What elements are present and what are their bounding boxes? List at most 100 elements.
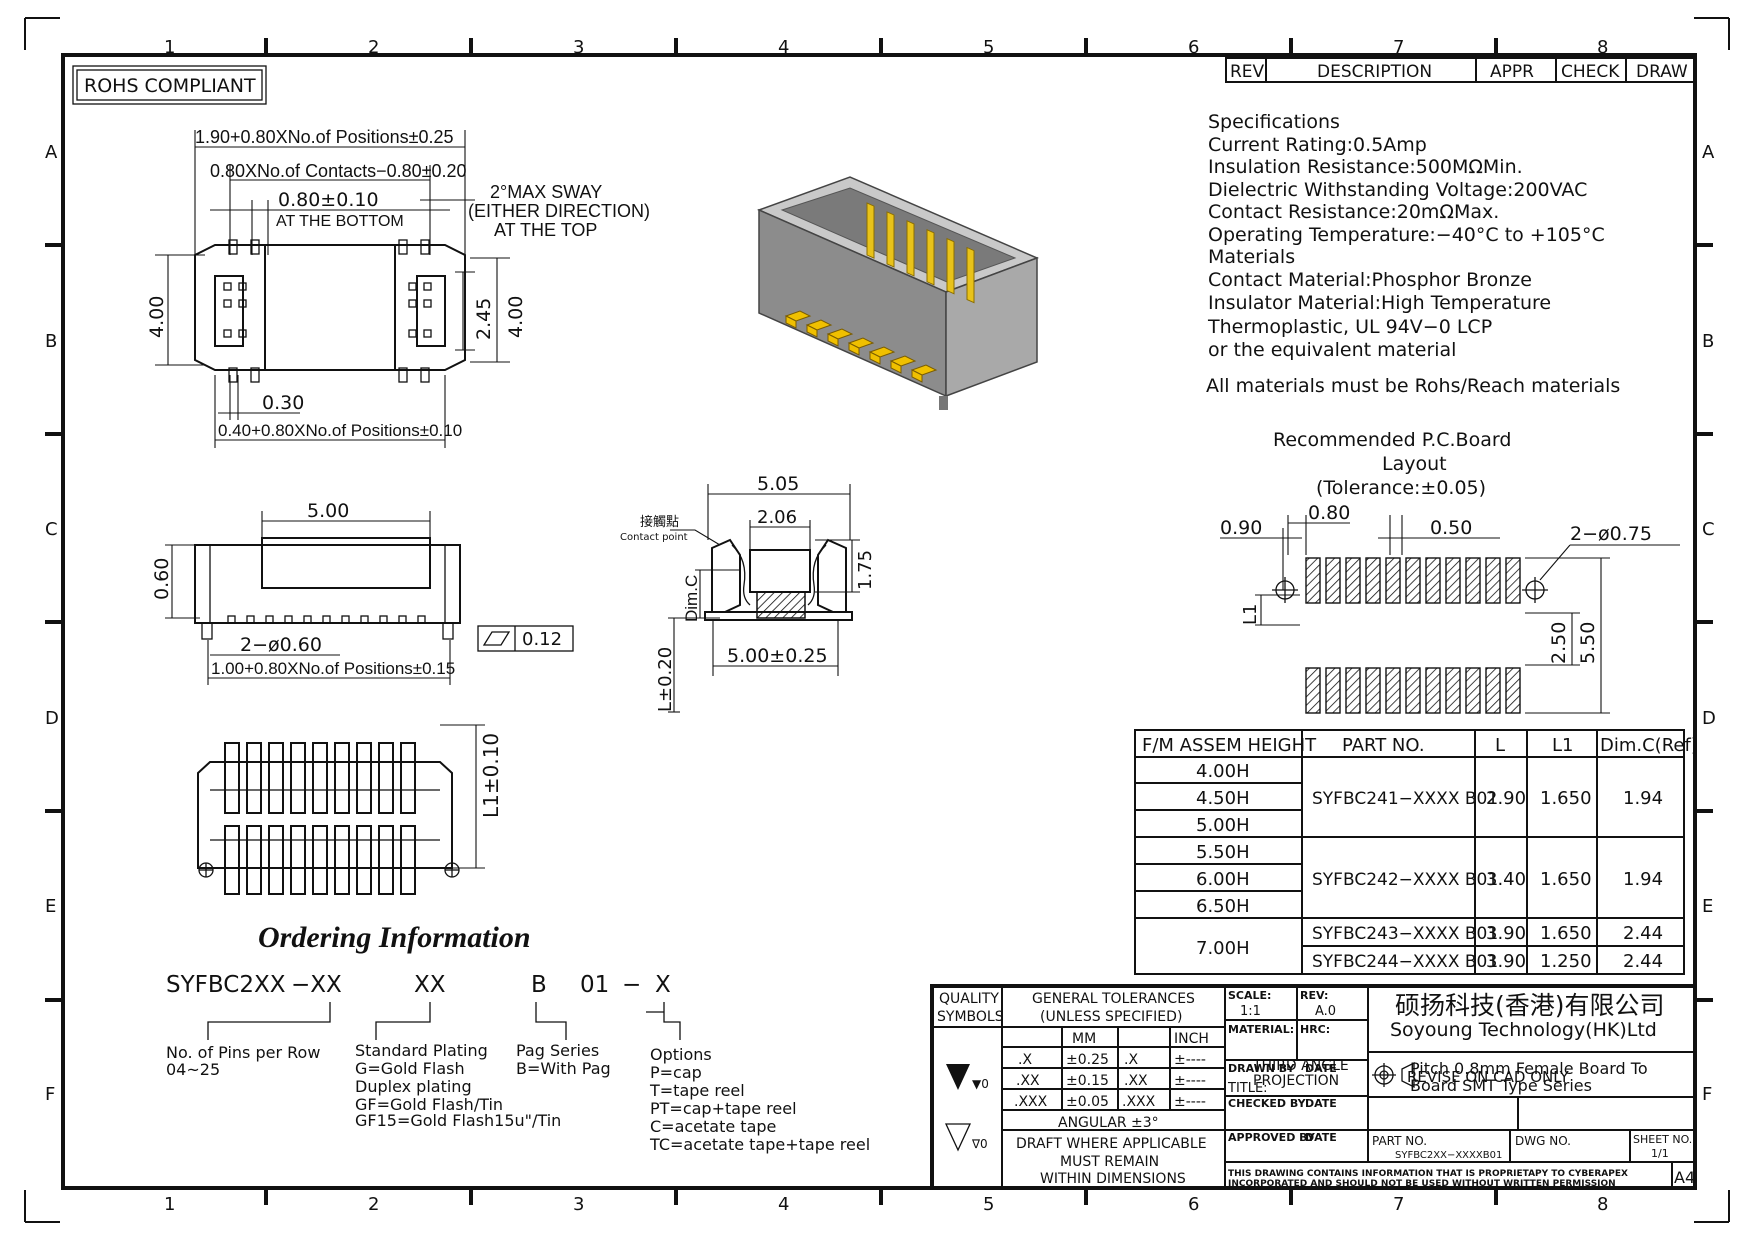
- tol-cell: ±0.15: [1066, 1073, 1109, 1089]
- tol-cell: .X: [1018, 1052, 1032, 1068]
- zone-top-4: 4: [778, 37, 789, 58]
- spec-line: Materials: [1208, 246, 1295, 268]
- projection-label-2: PROJECTION: [1253, 1073, 1339, 1089]
- zone-left-F: F: [45, 1084, 55, 1105]
- table-header-part: PART NO.: [1342, 735, 1425, 756]
- dim-l1-tolerance: L1±0.10: [479, 733, 503, 818]
- part-no-label: PART NO.: [1372, 1134, 1427, 1148]
- dim-lead-width: 0.30: [262, 392, 304, 414]
- order-code-01: 01: [580, 972, 609, 998]
- zone-left-C: C: [45, 519, 58, 540]
- angular-tolerance: ANGULAR ±3°: [1058, 1115, 1159, 1131]
- sheet-no-value: 1/1: [1651, 1147, 1669, 1160]
- spec-line: Contact Material:Phosphor Bronze: [1208, 269, 1532, 291]
- table-part-cell: SYFBC244−XXXX B01: [1312, 952, 1498, 972]
- plating-line: G=Gold Flash: [355, 1059, 465, 1078]
- spec-line: Current Rating:0.5Amp: [1208, 134, 1427, 156]
- zone-right-E: E: [1702, 896, 1713, 917]
- table-height-cell: 5.50H: [1196, 842, 1250, 863]
- spec-line: Operating Temperature:−40°C to +105°C: [1208, 224, 1605, 246]
- flatness-callout: 0.12: [477, 625, 574, 652]
- quality-label-1: QUALITY: [939, 991, 999, 1007]
- table-header-l: L: [1495, 735, 1505, 756]
- isometric-view: [756, 176, 1040, 410]
- notice-line-2: INCORPORATED AND SHOULD NOT BE USED WITH…: [1228, 1179, 1616, 1189]
- zone-right-D: D: [1702, 708, 1716, 729]
- dim-pitch: 0.80±0.10: [278, 189, 379, 211]
- dim-side-length: 1.00+0.80XNo.of Positions±0.15: [211, 659, 455, 678]
- quality-symbol-2: ∇0: [971, 1137, 988, 1151]
- dwg-no-label: DWG NO.: [1515, 1134, 1571, 1148]
- dim-l-tolerance: L±0.20: [655, 647, 676, 712]
- checked-by-label: CHECKED BY: [1228, 1097, 1307, 1110]
- checked-date-label: DATE: [1305, 1097, 1337, 1110]
- dim-height-right: 4.00: [505, 296, 527, 338]
- zone-top-1: 1: [164, 37, 175, 58]
- revise-note: REVISE ON CAD ONLY: [1407, 1068, 1570, 1086]
- description-header: DESCRIPTION: [1317, 62, 1432, 82]
- ordering-heading: Ordering Information: [258, 921, 531, 954]
- zone-left-E: E: [45, 896, 56, 917]
- rohs-materials-note: All materials must be Rohs/Reach materia…: [1206, 375, 1620, 397]
- spec-line: Specifications: [1208, 111, 1340, 133]
- pcb-title-1: Recommended P.C.Board: [1273, 429, 1511, 451]
- table-dimc-cell: 2.44: [1623, 923, 1663, 944]
- table-l1-cell: 1.650: [1540, 788, 1592, 809]
- dim-pcb-080: 0.80: [1308, 502, 1350, 524]
- title-line-2: Board SMT Type Series: [1410, 1076, 1592, 1095]
- rohs-compliant-box: ROHS COMPLIANT: [72, 65, 267, 105]
- tol-cell: .X: [1124, 1052, 1138, 1068]
- table-l-cell: 3.90: [1486, 951, 1526, 972]
- dim-c-label: Dim.C: [682, 575, 701, 622]
- table-l1-cell: 1.250: [1540, 951, 1592, 972]
- sway-note-2: (EITHER DIRECTION): [468, 201, 650, 221]
- draft-note-1: DRAFT WHERE APPLICABLE: [1016, 1136, 1207, 1152]
- parts-table: F/M ASSEM HEIGHT PART NO. L L1 Dim.C(Ref…: [1134, 729, 1698, 975]
- section-view: 5.05 2.06 1.75 接觸點 Contact point Dim.C 5…: [620, 473, 876, 713]
- sway-note-1: 2°MAX SWAY: [490, 182, 602, 202]
- zone-bottom-8: 8: [1597, 1194, 1608, 1215]
- scale-label: SCALE:: [1228, 989, 1271, 1002]
- zone-left-A: A: [45, 142, 58, 163]
- tol-cell: .XX: [1016, 1073, 1040, 1089]
- table-l-cell: 2.90: [1486, 788, 1526, 809]
- option-line: P=cap: [650, 1063, 702, 1082]
- ordering-information: Ordering Information SYFBC2XX −XX XX B 0…: [166, 921, 870, 1154]
- tolerance-title-2: (UNLESS SPECIFIED): [1040, 1009, 1182, 1025]
- tol-cell: .XX: [1124, 1073, 1148, 1089]
- zone-top-6: 6: [1188, 37, 1199, 58]
- table-l-cell: 3.40: [1486, 869, 1526, 890]
- dim-pcb-050: 0.50: [1430, 517, 1472, 539]
- projection-symbol: [1372, 1061, 1415, 1089]
- tolerance-inch-header: INCH: [1174, 1031, 1209, 1047]
- pins-label: No. of Pins per Row: [166, 1043, 320, 1062]
- table-height-cell: 4.00H: [1196, 761, 1250, 782]
- title-block: QUALITY SYMBOLS GENERAL TOLERANCES (UNLE…: [930, 984, 1697, 1190]
- title-line-1: Pitch 0.8mm Female Board To: [1410, 1059, 1648, 1078]
- zone-left-D: D: [45, 708, 59, 729]
- spec-line: Dielectric Withstanding Voltage:200VAC: [1208, 179, 1587, 201]
- table-header-height: F/M ASSEM HEIGHT: [1142, 735, 1317, 756]
- table-l1-cell: 1.650: [1540, 869, 1592, 890]
- scale-value: 1:1: [1240, 1004, 1261, 1019]
- dim-section-bottom-width: 5.00±0.25: [727, 645, 828, 667]
- quality-symbol-1: ▼0: [972, 1077, 989, 1091]
- dim-cap-height: 0.60: [151, 558, 173, 600]
- notice-line-1: THIS DRAWING CONTAINS INFORMATION THAT I…: [1228, 1169, 1628, 1179]
- spec-line: Thermoplastic, UL 94V−0 LCP: [1207, 316, 1492, 338]
- plating-line: Duplex plating: [355, 1077, 472, 1096]
- dim-overall-length: 1.90+0.80XNo.of Positions±0.25: [195, 127, 454, 147]
- plating-line: GF=Gold Flash/Tin: [355, 1095, 503, 1114]
- rohs-label: ROHS COMPLIANT: [84, 75, 256, 97]
- tol-cell: ±----: [1174, 1073, 1206, 1089]
- part-no-value: SYFBC2XX−XXXXB01: [1395, 1150, 1502, 1161]
- dim-pcb-holes: 2−ø0.75: [1570, 523, 1652, 545]
- sheet-no-label: SHEET NO.: [1633, 1133, 1692, 1146]
- spec-line: Insulator Material:High Temperature: [1208, 292, 1551, 314]
- draft-note-3: WITHIN DIMENSIONS: [1040, 1171, 1186, 1187]
- contact-point-en: Contact point: [620, 532, 688, 543]
- rev-label: REV:: [1300, 989, 1328, 1002]
- pag-line: Pag Series: [516, 1041, 599, 1060]
- spec-line: or the equivalent material: [1208, 339, 1456, 361]
- flatness-value: 0.12: [522, 629, 562, 650]
